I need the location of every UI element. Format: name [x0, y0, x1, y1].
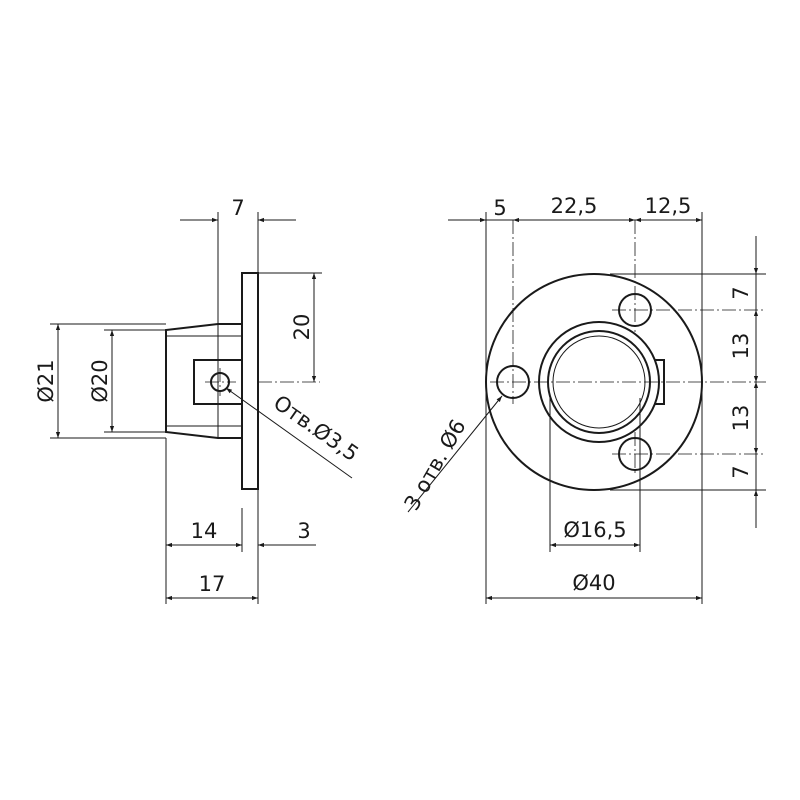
dim-label-hole-offset: 5 — [493, 196, 506, 220]
note-mounting-holes: 3 отв. Ø6 — [400, 415, 471, 514]
dim-label-center-distance: 22,5 — [551, 194, 598, 218]
dim-label-right-top-spacing: 13 — [729, 333, 753, 360]
dim-label-edge-distance: 12,5 — [645, 194, 692, 218]
leader-holes-note — [407, 395, 503, 513]
dim-label-inner-diameter: Ø20 — [88, 359, 112, 402]
front-view: 5 22,5 12,5 7 13 13 7 3 отв. Ø6 Ø16,5 Ø4… — [400, 194, 766, 604]
dim-label-flange-diameter: Ø40 — [572, 571, 615, 595]
dim-label-right-top-edge: 7 — [729, 286, 753, 299]
front-lock-lug — [654, 359, 665, 405]
dim-label-total-length: 17 — [199, 572, 226, 596]
dim-label-right-bottom-edge: 7 — [729, 465, 753, 478]
side-lock-lug — [193, 359, 243, 405]
side-view: 7 20 Ø21 Ø20 Отв.Ø3,5 14 3 17 — [34, 196, 363, 604]
dim-label-body-length: 14 — [191, 519, 218, 543]
dim-label-outer-diameter: Ø21 — [34, 359, 58, 402]
dim-label-flange-thickness: 3 — [297, 519, 310, 543]
dim-label-right-bottom-spacing: 13 — [729, 405, 753, 432]
side-flange-plate — [241, 272, 259, 490]
dim-label-top-width: 7 — [231, 196, 244, 220]
side-tube-body — [165, 323, 242, 439]
dim-label-tube-diameter: Ø16,5 — [563, 518, 626, 542]
dim-label-flange-half: 20 — [290, 314, 314, 341]
leader-hole-note — [225, 387, 353, 479]
